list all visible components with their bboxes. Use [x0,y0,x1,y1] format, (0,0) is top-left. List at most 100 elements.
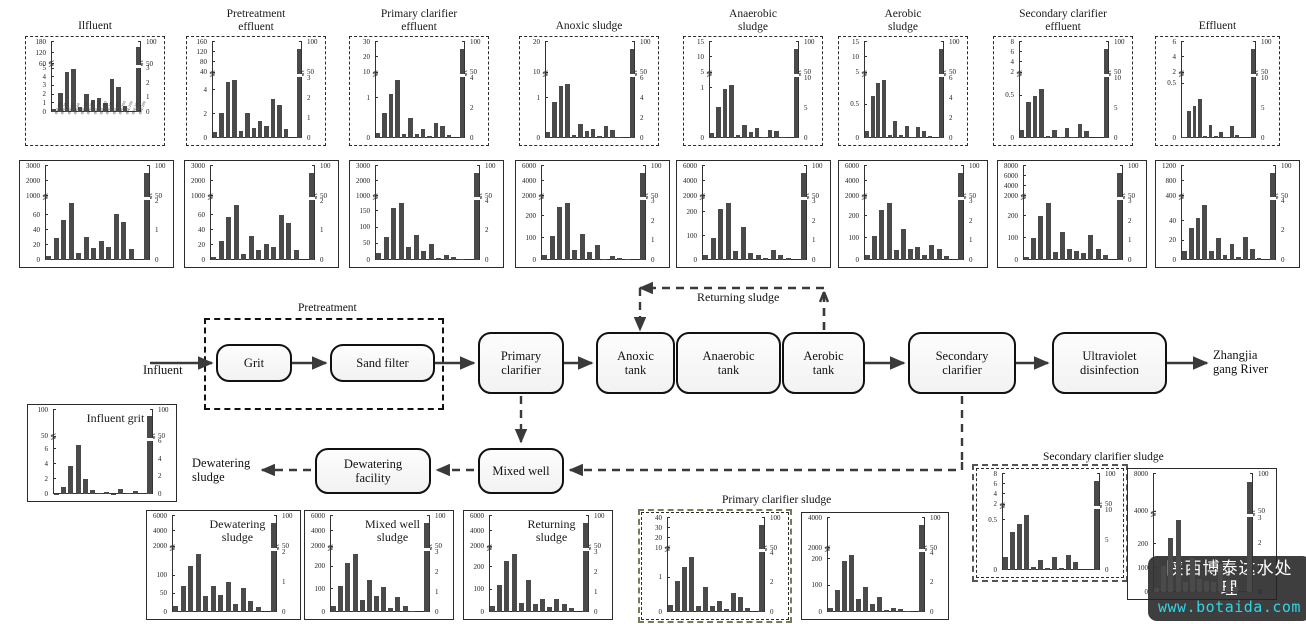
chart-tick-label: 60 [39,59,46,68]
chart-tick-label: 100 [435,511,446,520]
chart-bar [440,126,445,138]
chart-tick [51,63,54,65]
chart-tick [864,237,867,239]
chart-bar [68,465,74,494]
chart-tick-label: 5 [1261,103,1265,112]
chart-bar [1225,579,1231,592]
chart-tick-label: 0 [855,255,860,264]
chart-bar [767,130,773,138]
node-anoxic-tank[interactable]: Anoxic tank [596,332,675,394]
chart-tick [212,89,215,91]
node-dewatering-facility[interactable]: Dewatering facility [315,448,431,494]
chart-bar [211,257,217,260]
axis-break-mark: ≶ [426,543,433,552]
chart-tick [1023,195,1026,197]
chart-bar [1081,252,1087,260]
axis-break-mark: ≶ [761,544,768,553]
chart-tick-label: 60 [198,210,205,219]
chart-tick [1181,165,1184,166]
chart-x-axis-pretreatment-effluent [212,137,302,138]
chart-bar [1222,255,1228,260]
chart-tick [210,244,213,246]
chart-tick-label: 30 [363,37,370,46]
chart-tick [1181,71,1184,73]
node-anaerobic-tank[interactable]: Anaerobic tank [676,332,781,394]
chart-tick-label: 2000 [470,542,484,551]
chart-bar [564,202,570,260]
chart-tick-label: 50 [435,542,442,551]
chart-tick [1181,82,1184,84]
chart-tick [586,515,589,516]
chart-tick-label: 0 [321,607,326,616]
chart-tick [489,566,492,568]
chart-bar [84,93,89,112]
axis-break-mark: ≶ [699,191,706,201]
chart-y-axis-aerobic-sludge-solid [864,166,865,260]
chart-tick-label: 100 [282,511,293,520]
node-aerobic-tank[interactable]: Aerobic tank [782,332,865,394]
chart-tick-label: 0 [993,565,998,574]
chart-bar [408,118,413,138]
axis-break-mark: ≶ [1178,191,1185,201]
node-sand-filter[interactable]: Sand filter [330,344,435,382]
chart-bar-bde209 [639,172,645,260]
chart-tick-label: 1 [1258,563,1262,572]
chart-bar [710,238,716,260]
chart-y-axis-anoxic-sludge-solid [541,166,542,260]
node-secondary-clarifier[interactable]: Secondary clarifier [908,332,1016,394]
chart-bar [402,606,408,612]
chart-tick-label: 2 [993,500,998,509]
chart-tick-label: 6 [640,73,644,82]
node-grit[interactable]: Grit [216,344,292,382]
chart-bar [1074,250,1080,260]
chart-tick [212,61,215,63]
chart-bar [75,444,81,494]
axis-break-mark: ≶ [137,58,144,68]
axis-break-mark: ≶ [824,543,831,553]
chart-bar [286,223,292,260]
chart-bar [865,254,871,260]
node-primary-clarifier[interactable]: Primary clarifier [478,332,564,394]
chart-tick [827,547,830,549]
chart-tick [643,165,646,166]
chart-bar-bde209 [629,48,635,138]
chart-bar [1235,134,1240,138]
chart-bar [1224,136,1229,138]
chart-bar [1197,99,1202,138]
chart-y-axis-secondary-clarifier-sludge-solid [1153,474,1154,592]
chart-bar-bde209 [1246,482,1252,592]
chart-tick-label: 50 [485,191,492,200]
chart-tick-label: 50 [640,68,647,77]
chart-bar [1189,558,1195,592]
chart-tick [1253,41,1256,42]
chart-tick-label: 150 [359,206,371,215]
chart-bar [876,83,881,138]
chart-bar [1192,105,1197,138]
node-uv-disinfection[interactable]: Ultraviolet disinfection [1052,332,1167,394]
chart-bar [283,129,289,138]
chart-tick [51,84,54,86]
chart-tick-label: 50 [307,68,314,77]
node-mixed-well-label: Mixed well [492,464,550,478]
chart-tick [210,195,213,197]
chart-bar [675,581,680,612]
axis-break-mark: ≶ [327,542,334,552]
chart-bar [717,600,722,612]
bar-break-gap [956,197,964,201]
chart-tick-label: 5 [804,103,808,112]
chart-y-axis-right-influent-grit [152,410,153,494]
chart-tick [375,56,378,58]
chart-tick-label: 1 [320,226,324,235]
chart-bar [421,250,427,260]
chart-bar [64,72,70,112]
chart-bar [1256,258,1262,260]
node-mixed-well[interactable]: Mixed well [478,448,564,494]
chart-tick [427,515,430,516]
chart-tick [51,52,54,54]
chart-bar [413,234,419,260]
chart-bar [900,228,906,260]
chart-y-axis-primary-clarifier-sludge-dashed [667,518,668,612]
